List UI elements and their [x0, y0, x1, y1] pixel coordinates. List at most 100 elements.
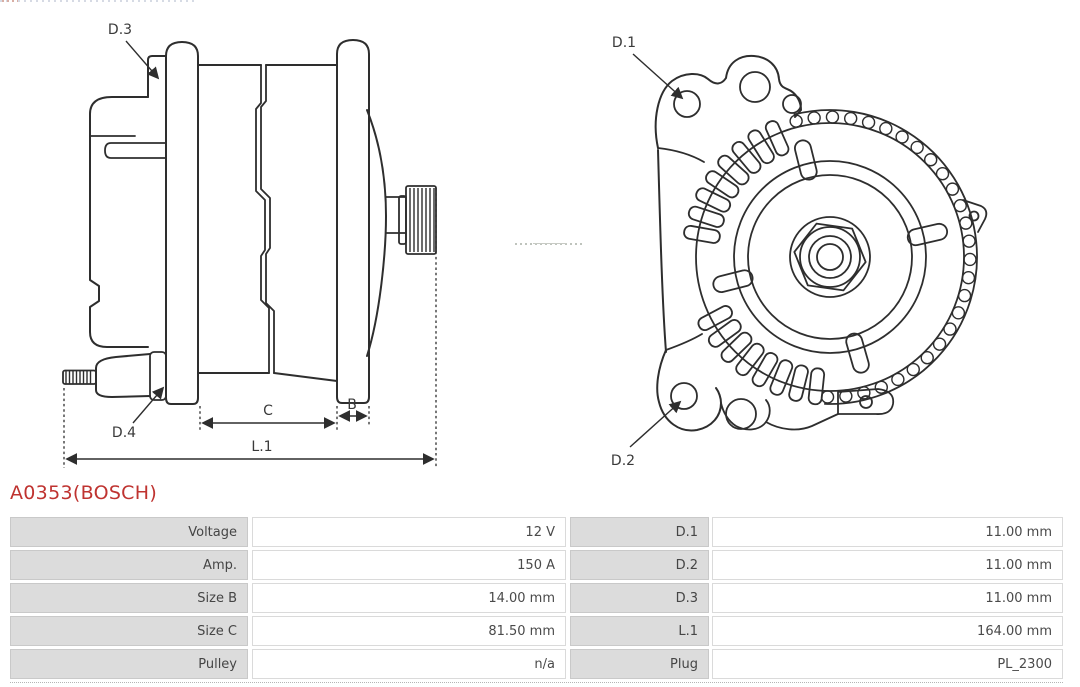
- stator-scallop: [906, 362, 920, 377]
- spec-label: Size B: [10, 583, 248, 613]
- stator-scallop: [953, 198, 967, 213]
- housing-left-edge: [657, 149, 667, 353]
- vent-slot: [764, 120, 790, 157]
- stator-scallop: [820, 390, 835, 404]
- stator-scallop: [963, 252, 977, 267]
- stator-scallop: [959, 216, 973, 230]
- callout-d2-arrow: [629, 400, 682, 448]
- spec-value: 11.00 mm: [712, 517, 1063, 547]
- callout-d3-arrow: [125, 40, 160, 80]
- body-bottom-edge: [197, 372, 338, 382]
- shaft-lines: [385, 196, 407, 234]
- vent-slot: [695, 187, 732, 213]
- spec-value: n/a: [252, 649, 566, 679]
- right-tab: [962, 199, 988, 233]
- stator-scallop: [943, 322, 957, 336]
- shaft-thread-cap: [398, 195, 407, 245]
- stator-scallop: [920, 351, 934, 365]
- body-seam-left: [255, 64, 270, 374]
- fan-spoke: [712, 269, 754, 293]
- spec-value: PL_2300: [712, 649, 1063, 679]
- extension-lines: [63, 188, 437, 468]
- vent-slot: [687, 205, 725, 228]
- bottom-bracket-hole: [859, 395, 873, 409]
- stator-scallop: [932, 337, 947, 351]
- stator-scallop: [839, 389, 853, 403]
- top-ear-underside: [657, 147, 705, 163]
- vent-slot: [705, 170, 740, 199]
- vent-slot: [788, 364, 809, 402]
- side-view: D.3 D.4 C B L.1: [62, 22, 437, 468]
- top-ear-hole-3: [782, 94, 802, 114]
- stator-scallop: [789, 114, 803, 128]
- table-row: Amp. 150 A D.2 11.00 mm: [10, 550, 1063, 580]
- drive-end-cone: [366, 109, 387, 357]
- stator-scallop: [895, 130, 909, 144]
- stator-scallop: [945, 182, 960, 196]
- spec-label: L.1: [570, 616, 709, 646]
- stator-scallop: [962, 234, 976, 248]
- vent-slot: [735, 342, 765, 377]
- spec-label: Voltage: [10, 517, 248, 547]
- vent-slot: [747, 129, 775, 165]
- callout-d4-label: D.4: [112, 425, 136, 441]
- front-view: D.1 D.2: [65, 35, 988, 469]
- bottom-ear-hole-2: [725, 398, 757, 430]
- vent-slot: [751, 352, 779, 388]
- top-ear-hole-2: [739, 71, 771, 103]
- spec-table: Voltage 12 V D.1 11.00 mm Amp. 150 A D.2…: [10, 517, 1063, 683]
- fan-spoke: [906, 222, 949, 247]
- hub-circle-1: [789, 216, 871, 298]
- stator-scallop: [961, 270, 976, 285]
- stator-scallop: [924, 153, 938, 167]
- spec-label: D.2: [570, 550, 709, 580]
- rear-cover-slot: [104, 142, 167, 159]
- vent-slot: [707, 319, 742, 348]
- vent-slot: [769, 359, 794, 396]
- stator-scallop: [951, 306, 966, 320]
- pulley-outer-circle: [733, 160, 927, 354]
- mounting-flange-front: [336, 39, 370, 404]
- bottom-ear-connector: [665, 333, 839, 431]
- vent-slot: [697, 305, 733, 332]
- spec-value: 11.00 mm: [712, 583, 1063, 613]
- spec-label: Size C: [10, 616, 248, 646]
- mounting-flange-rear: [165, 41, 199, 405]
- dimension-b-label: B: [347, 397, 357, 413]
- table-row: Size C 81.50 mm L.1 164.00 mm: [10, 616, 1063, 646]
- body-seam-right: [260, 64, 275, 374]
- stator-outer-ring: [793, 109, 978, 405]
- vent-slot: [717, 154, 750, 186]
- stator-scallop: [874, 380, 889, 394]
- spec-value: 150 A: [252, 550, 566, 580]
- mounting-hole-d1: [673, 90, 701, 118]
- stator-scallop: [957, 288, 972, 303]
- stator-scallop: [825, 110, 840, 124]
- mounting-hole-d2: [670, 382, 698, 410]
- stator-scallop: [807, 111, 821, 125]
- stator-scallop: [910, 140, 924, 155]
- part-number-heading: A0353(BOSCH): [10, 482, 158, 504]
- dimension-l1-label: L.1: [251, 439, 272, 455]
- rear-top-block: [147, 55, 167, 98]
- stator-scallop: [857, 386, 871, 400]
- fan-spoke: [845, 332, 870, 374]
- threaded-stud: [62, 369, 97, 385]
- hub-circle-3: [808, 235, 852, 279]
- right-tab-hole: [968, 210, 980, 222]
- generated-details: [65, 109, 978, 406]
- spec-label: Plug: [570, 649, 709, 679]
- technical-drawing: D.3 D.4 C B L.1: [62, 22, 988, 469]
- stator-scallop: [935, 167, 950, 181]
- vent-slot: [683, 224, 721, 244]
- top-ear-outline: [654, 54, 802, 149]
- spec-value: 81.50 mm: [252, 616, 566, 646]
- bottom-bracket-tab: [837, 388, 895, 415]
- dimension-c-label: C: [263, 403, 273, 419]
- vent-slot: [807, 367, 826, 406]
- bottom-ear-outline: [656, 349, 722, 432]
- terminal-plug: [95, 353, 151, 398]
- hub-circle-2: [799, 226, 861, 288]
- callout-d4-arrow: [132, 386, 165, 424]
